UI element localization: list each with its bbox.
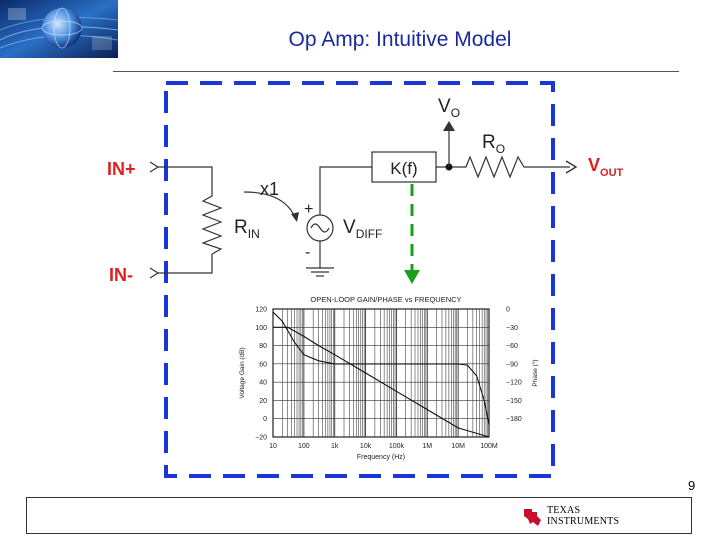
- y2-axis-label: Phase (°): [531, 359, 539, 386]
- x-tick-label: 100M: [480, 443, 498, 450]
- x-tick-label: 10: [269, 443, 277, 450]
- vout-main: V: [588, 155, 600, 175]
- plot-area: [272, 308, 490, 438]
- title-divider: [113, 71, 679, 72]
- y-tick-label: 100: [255, 325, 267, 332]
- y-tick-label: 40: [259, 380, 267, 387]
- brand-line-2: INSTRUMENTS: [547, 516, 620, 527]
- ro-label: RO: [482, 132, 505, 156]
- x-tick-label: 100k: [389, 443, 405, 450]
- unity-copy-arrowhead: [291, 212, 299, 222]
- ground-icon: [306, 267, 334, 277]
- in-plus-terminal: [149, 161, 160, 173]
- minus-sign: -: [305, 244, 310, 261]
- y-tick-label: 80: [259, 343, 267, 350]
- texas-instruments-logo-icon: [524, 509, 541, 526]
- series-lines: [272, 311, 490, 438]
- rin-label: RIN: [234, 217, 260, 241]
- vo-label: VO: [438, 96, 460, 120]
- chart-title: OPEN-LOOP GAIN/PHASE vs FREQUENCY: [310, 295, 461, 304]
- vout-sub: OUT: [600, 167, 624, 179]
- ro-main: R: [482, 132, 496, 153]
- vdiff-sub: DIFF: [356, 227, 383, 241]
- in-minus-terminal: [149, 267, 160, 279]
- grid-lines: [273, 309, 489, 437]
- vdiff-label: VDIFF: [343, 217, 382, 241]
- ro-resistor: [462, 155, 570, 179]
- y2-tick-label: −30: [506, 325, 518, 332]
- x-tick-label: 1M: [422, 443, 432, 450]
- op-amp-boundary: [164, 81, 555, 478]
- phase-series-line: [272, 311, 490, 425]
- ro-sub: O: [496, 142, 505, 156]
- vdiff-sine-icon: [310, 223, 330, 233]
- y2-tick-label: −90: [506, 361, 518, 368]
- vo-main: V: [438, 96, 451, 117]
- header-globe-logo: [0, 0, 118, 58]
- x-tick-label: 10k: [360, 443, 372, 450]
- x-axis-label: Frequency (Hz): [357, 454, 405, 461]
- unity-label: x1: [260, 179, 279, 199]
- page-number: 9: [688, 478, 696, 493]
- vout-arrow-icon: [565, 160, 578, 174]
- vdiff-main: V: [343, 217, 356, 238]
- y-tick-label: −20: [255, 435, 267, 442]
- gain-block-label: K(f): [390, 159, 417, 178]
- y2-tick-label: 0: [506, 307, 510, 314]
- page-title: Op Amp: Intuitive Model: [288, 28, 512, 51]
- y2-tick-label: −150: [506, 398, 522, 405]
- y-axis-label: Voltage Gain (dB): [239, 347, 246, 398]
- tick-labels: 10 100 1k 10k 100k 1M 10M 100M 120 100 80 60 40 20 0 −2…: [255, 307, 522, 451]
- y2-tick-label: −180: [506, 416, 522, 423]
- in-minus-wire: [158, 254, 213, 274]
- vo-arrowhead: [443, 121, 455, 131]
- rin-sub: IN: [248, 227, 260, 241]
- x-tick-label: 100: [298, 443, 310, 450]
- in-plus-label: IN+: [107, 159, 136, 179]
- y2-tick-label: −120: [506, 380, 522, 387]
- footer-bar: [26, 497, 692, 534]
- y2-tick-label: −60: [506, 343, 518, 350]
- vout-label: VOUT: [588, 155, 624, 179]
- vdiff-top-wire: [319, 166, 372, 215]
- y-tick-label: 120: [255, 307, 267, 314]
- plus-sign: +: [304, 201, 313, 218]
- y-tick-label: 0: [263, 416, 267, 423]
- in-plus-wire: [158, 166, 213, 192]
- rin-resistor: [201, 192, 223, 255]
- y-tick-label: 60: [259, 361, 267, 368]
- brand-line-1: TEXAS: [547, 505, 581, 516]
- in-minus-label: IN-: [109, 265, 133, 285]
- x-tick-label: 1k: [331, 443, 339, 450]
- gain-block: [371, 151, 437, 183]
- x-tick-label: 10M: [451, 443, 465, 450]
- vo-sub: O: [451, 106, 460, 120]
- rin-main: R: [234, 217, 248, 238]
- kf-to-chart-arrowhead: [404, 270, 420, 284]
- y-tick-label: 20: [259, 398, 267, 405]
